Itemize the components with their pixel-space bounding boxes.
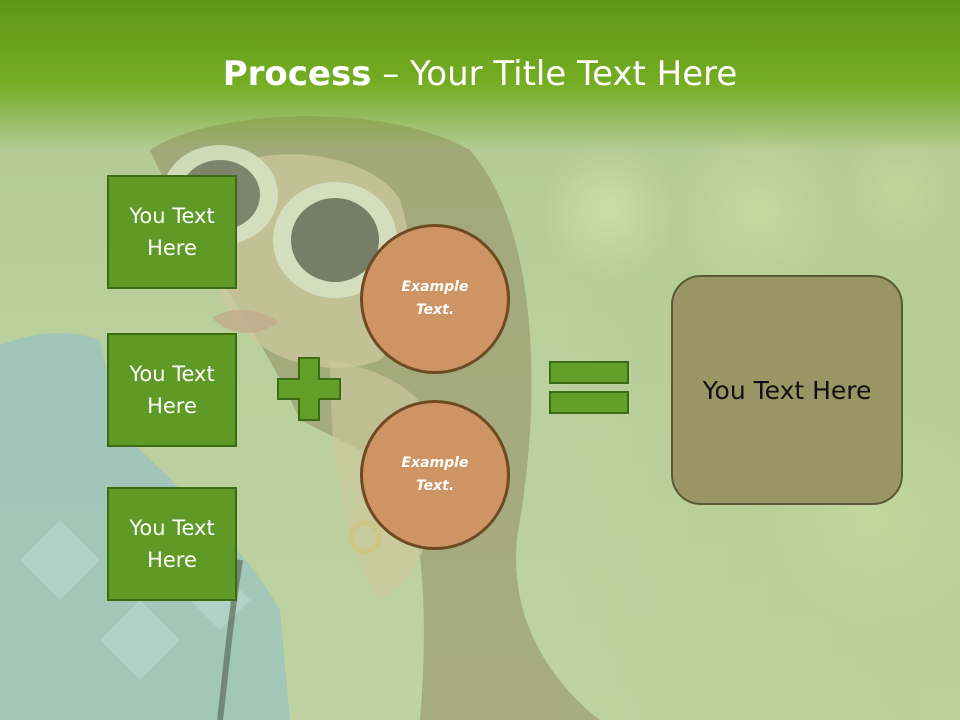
text-box-3[interactable]: You Text Here xyxy=(107,487,237,601)
example-circle-2[interactable]: Example Text. xyxy=(360,400,510,550)
text-box-2[interactable]: You Text Here xyxy=(107,333,237,447)
result-box[interactable]: You Text Here xyxy=(671,275,903,505)
example-circle-1-label: Example Text. xyxy=(401,279,469,318)
text-box-1[interactable]: You Text Here xyxy=(107,175,237,289)
header-band xyxy=(0,0,960,150)
equals-icon xyxy=(549,361,629,414)
example-circle-1[interactable]: Example Text. xyxy=(360,224,510,374)
result-box-label: You Text Here xyxy=(702,375,872,405)
plus-icon xyxy=(277,357,341,421)
title-bold: Process xyxy=(222,54,372,94)
text-box-3-label: You Text Here xyxy=(129,516,215,572)
text-box-2-label: You Text Here xyxy=(129,362,215,418)
slide-title: Process – Your Title Text Here xyxy=(0,50,960,98)
title-rest: – Your Title Text Here xyxy=(371,54,738,94)
text-box-1-label: You Text Here xyxy=(129,204,215,260)
example-circle-2-label: Example Text. xyxy=(401,455,469,494)
